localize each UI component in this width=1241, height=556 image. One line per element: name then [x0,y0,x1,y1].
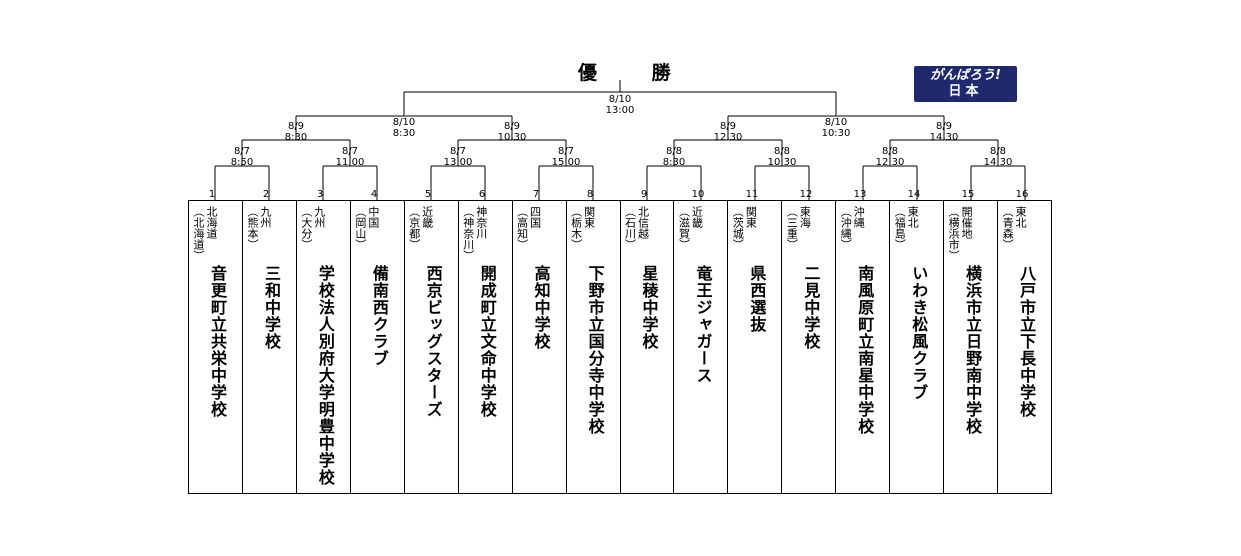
team-name: 開成町立文命中学校 [477,265,497,418]
match-date: 8/10 [609,94,631,105]
team-column: 沖縄 （沖縄） 南風原町立南星中学校 [835,201,889,493]
team-region: 沖縄 （沖縄） [839,206,866,250]
team-number: 12 [800,189,813,200]
team-region: 四国 （高知） [515,206,542,250]
team-region: 東北 （福島） [893,206,920,250]
team-number: 3 [317,189,323,200]
team-number: 9 [641,189,647,200]
match-time: 13:00 [606,105,635,116]
team-name: 星稜中学校 [639,265,659,350]
team-column: 東北 （福島） いわき松風クラブ [889,201,943,493]
team-column: 開催地 （横浜市） 横浜市立日野南中学校 [943,201,997,493]
team-region: 近畿 （京都） [407,206,434,250]
team-region: 九州 （大分） [299,206,326,250]
match-time: 10:30 [822,128,851,139]
team-name: 八戸市立下長中学校 [1017,265,1037,418]
team-column: 中国 （岡山） 備南西クラブ [349,201,404,493]
team-region: 九州 （熊本） [245,206,272,250]
team-column: 東海 （三重） 二見中学校 [781,201,835,493]
team-column: 九州 （大分） 学校法人別府大学明豊中学校 [295,201,350,493]
team-name: 竜王ジャガース [693,265,713,384]
team-region: 関東 （栃木） [569,206,596,250]
team-number: 15 [962,189,975,200]
team-column: 四国 （高知） 高知中学校 [511,201,566,493]
team-region: 関東 （茨城） [731,206,758,250]
team-region: 開催地 （横浜市） [947,206,974,261]
team-name: 音更町立共栄中学校 [208,265,227,418]
team-column: 九州 （熊本） 三和中学校 [241,201,296,493]
match-date: 8/10 [393,117,415,128]
team-name: 備南西クラブ [369,265,389,367]
team-name: 県西選抜 [747,265,767,333]
team-column: 北信越 （石川） 星稜中学校 [619,201,674,493]
team-column: 近畿 （滋賀） 竜王ジャガース [673,201,727,493]
badge-line2: 日本 [948,84,983,99]
team-number: 13 [854,189,867,200]
team-name: 下野市立国分寺中学校 [585,265,605,435]
team-name: 西京ビッグスターズ [423,265,443,418]
team-name: 高知中学校 [531,265,551,350]
team-region: 中国 （岡山） [353,206,380,250]
team-region: 近畿 （滋賀） [677,206,704,250]
team-name: 三和中学校 [261,265,281,350]
match-date: 8/10 [825,117,847,128]
team-region: 北信越 （石川） [623,206,650,250]
team-name: 学校法人別府大学明豊中学校 [315,265,335,486]
team-region: 北海道 （北海道） [192,206,218,261]
team-name: いわき松風クラブ [909,265,929,401]
team-number: 8 [587,189,593,200]
team-column: 近畿 （京都） 西京ビッグスターズ [403,201,458,493]
team-column: 関東 （茨城） 県西選抜 [727,201,781,493]
team-number: 11 [746,189,759,200]
match-time: 8:30 [393,128,415,139]
team-name: 南風原町立南星中学校 [855,265,875,435]
team-number: 16 [1016,189,1029,200]
team-number: 14 [908,189,921,200]
team-region: 東海 （三重） [785,206,812,250]
team-number: 10 [692,189,705,200]
team-number: 7 [533,189,539,200]
team-column: 北海道 （北海道） 音更町立共栄中学校 [189,201,242,493]
team-table: 北海道 （北海道） 音更町立共栄中学校九州 （熊本） 三和中学校九州 （大分） 学校法… [188,200,1052,494]
badge-line1: がんばろう! [930,68,1001,83]
team-name: 横浜市立日野南中学校 [963,265,983,435]
team-region: 神奈川 （神奈川） [461,206,488,261]
team-number: 1 [209,189,215,200]
team-number: 4 [371,189,377,200]
team-name: 二見中学校 [801,265,821,350]
team-region: 東北 （青森） [1001,206,1028,250]
team-number: 6 [479,189,485,200]
team-column: 神奈川 （神奈川） 開成町立文命中学校 [457,201,512,493]
team-column: 関東 （栃木） 下野市立国分寺中学校 [565,201,620,493]
ganbarou-nippon-badge: がんばろう! 日本 [914,66,1017,102]
team-number: 2 [263,189,269,200]
team-column: 東北 （青森） 八戸市立下長中学校 [997,201,1051,493]
team-number: 5 [425,189,431,200]
champion-title: 優 勝 [578,62,695,84]
